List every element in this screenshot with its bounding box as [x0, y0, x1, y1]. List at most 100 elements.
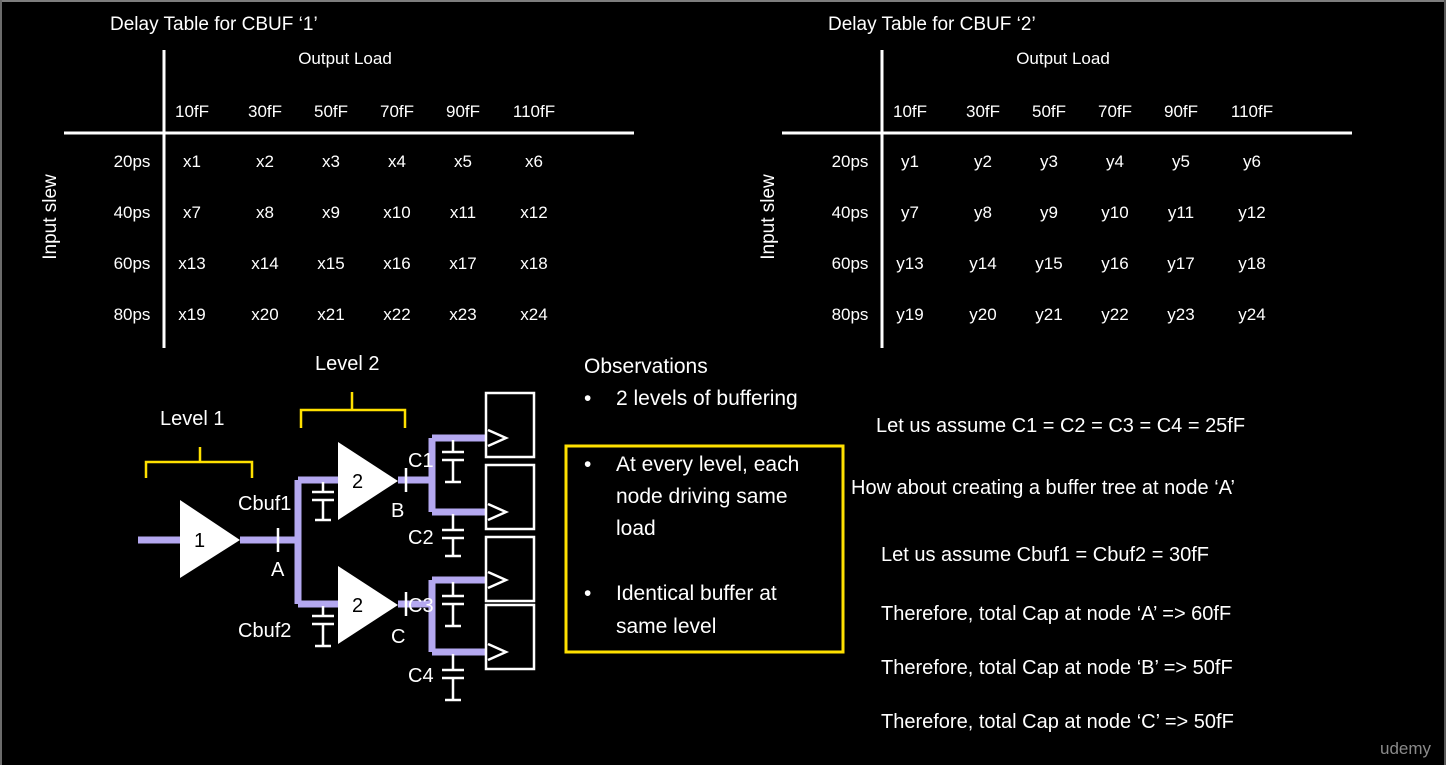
table-cell: y14	[969, 254, 996, 273]
level2-label: Level 2	[315, 353, 380, 375]
c3-label: C3	[408, 595, 434, 617]
output-load-header: Output Load	[1016, 49, 1110, 68]
result-node-c: Therefore, total Cap at node ‘C’ => 50fF	[881, 711, 1234, 733]
row-header: 60ps	[832, 254, 869, 273]
table-cell: y6	[1243, 152, 1261, 171]
table-cell: x17	[449, 254, 476, 273]
buffer-level2-top	[338, 442, 398, 520]
table-cell: y20	[969, 305, 996, 324]
buffer-level1-label: 1	[194, 530, 205, 552]
c4-label: C4	[408, 665, 434, 687]
observations-heading: Observations	[584, 355, 708, 378]
row-header: 40ps	[832, 203, 869, 222]
window-frame-left	[0, 0, 2, 765]
node-a-label: A	[271, 559, 285, 581]
column-header: 110fF	[513, 102, 555, 121]
ff4-clock-pin	[487, 642, 510, 662]
table-cell: x22	[383, 305, 410, 324]
table-title: Delay Table for CBUF ‘1’	[110, 14, 318, 35]
level2-bracket	[299, 392, 407, 428]
result-node-a: Therefore, total Cap at node ‘A’ => 60fF	[881, 603, 1231, 625]
table-cell: x18	[520, 254, 547, 273]
table-cell: x4	[388, 152, 406, 171]
table-cell: y17	[1167, 254, 1194, 273]
table-cell: x20	[251, 305, 278, 324]
table-cell: y15	[1035, 254, 1062, 273]
table-cell: y19	[896, 305, 923, 324]
flip-flop-2	[484, 463, 536, 531]
row-header: 80ps	[114, 305, 151, 324]
table-cell: x11	[450, 203, 476, 222]
table-cell: y5	[1172, 152, 1190, 171]
table-cell: x7	[183, 203, 201, 222]
observation-same-load-line2: node driving same	[616, 485, 788, 508]
cap-c4	[442, 654, 464, 702]
table-cell: y8	[974, 203, 992, 222]
table-cell: y12	[1238, 203, 1265, 222]
cap-c2	[442, 514, 464, 558]
table-cell: x6	[525, 152, 543, 171]
table-cell: y10	[1101, 203, 1128, 222]
table-cell: x8	[256, 203, 274, 222]
table-cell: x24	[520, 305, 547, 324]
column-header: 110fF	[1231, 102, 1273, 121]
table-cell: y4	[1106, 152, 1124, 171]
table-cell: x23	[449, 305, 476, 324]
assumptions-panel: Let us assume C1 = C2 = C3 = C4 = 25fF H…	[851, 415, 1245, 733]
level1-bracket	[144, 447, 254, 478]
row-header: 80ps	[832, 305, 869, 324]
boxed-bullet-dot-1: •	[584, 453, 591, 476]
buffer-level2-bottom	[338, 566, 398, 644]
column-header: 50fF	[314, 102, 348, 121]
observations-bullet-dot: •	[584, 387, 591, 410]
table-cell: x12	[520, 203, 547, 222]
assumption-buffer-tree: How about creating a buffer tree at node…	[851, 477, 1235, 499]
table-cell: y7	[901, 203, 919, 222]
table-cell: y9	[1040, 203, 1058, 222]
buffer-level2-bottom-label: 2	[352, 595, 363, 617]
table-cell: x13	[178, 254, 205, 273]
table-cell: x15	[317, 254, 344, 273]
observation-levels: 2 levels of buffering	[616, 387, 798, 410]
table-cell: y23	[1167, 305, 1194, 324]
buffer-level1	[180, 500, 240, 578]
assumption-cbuf-caps: Let us assume Cbuf1 = Cbuf2 = 30fF	[881, 544, 1209, 566]
level1-label: Level 1	[160, 408, 225, 430]
delay-table-cbuf2: Delay Table for CBUF ‘2’ Output LoadInput…	[758, 14, 1352, 348]
table-cell: y22	[1101, 305, 1128, 324]
table-cell: y21	[1035, 305, 1062, 324]
table-cell: x14	[251, 254, 278, 273]
capacitors	[312, 440, 464, 702]
flip-flop-1	[484, 391, 536, 459]
ff2-clock-pin	[487, 502, 510, 522]
table-cell: y3	[1040, 152, 1058, 171]
node-c-label: C	[391, 626, 405, 648]
column-header: 70fF	[380, 102, 414, 121]
table-cell: y18	[1238, 254, 1265, 273]
output-load-header: Output Load	[298, 49, 392, 68]
column-header: 70fF	[1098, 102, 1132, 121]
c2-label: C2	[408, 527, 434, 549]
table-cell: x5	[454, 152, 472, 171]
assumption-load-caps: Let us assume C1 = C2 = C3 = C4 = 25fF	[876, 415, 1245, 437]
input-slew-axis-label: Input slew	[758, 174, 779, 260]
window-frame-top	[0, 0, 1446, 2]
observations-panel: Observations • 2 levels of buffering • A…	[564, 355, 845, 654]
udemy-watermark: udemy	[1380, 739, 1432, 758]
row-header: 20ps	[114, 152, 151, 171]
buffer-tree-circuit: Level 1 Level 2 1 2 2	[138, 353, 536, 702]
table-title: Delay Table for CBUF ‘2’	[828, 14, 1036, 35]
column-header: 30fF	[248, 102, 282, 121]
table-cell: x9	[322, 203, 340, 222]
cap-cbuf1	[312, 482, 334, 522]
cap-c1	[442, 440, 464, 484]
flip-flop-3	[484, 535, 536, 603]
cap-c3	[442, 582, 464, 628]
ff3-clock-pin	[487, 570, 510, 590]
table-cell: x10	[383, 203, 410, 222]
flip-flop-4	[484, 603, 536, 671]
table-cell: y16	[1101, 254, 1128, 273]
column-header: 30fF	[966, 102, 1000, 121]
c1-label: C1	[408, 450, 434, 472]
